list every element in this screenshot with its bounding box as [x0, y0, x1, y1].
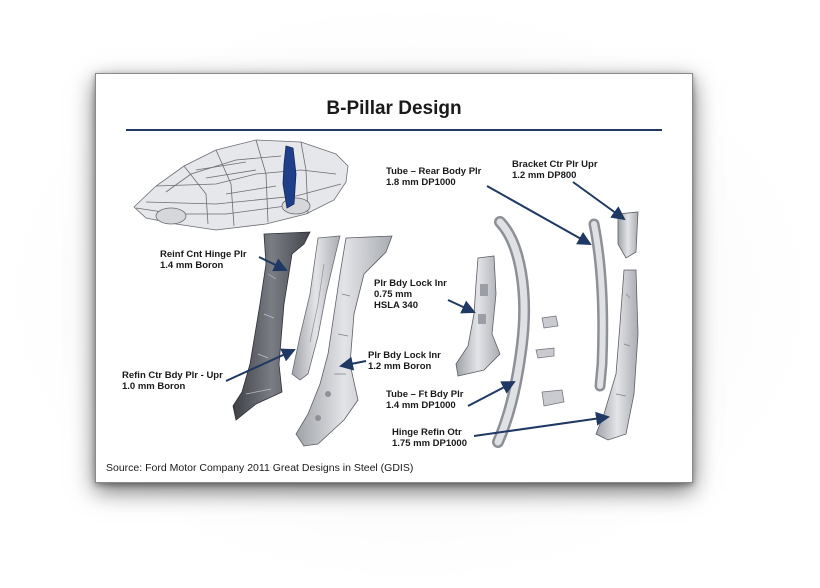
label-line: 1.4 mm DP1000: [386, 400, 456, 411]
label-line: Hinge Refin Otr: [392, 427, 462, 438]
b-pillar-diagram: [133, 139, 639, 448]
label-line: 0.75 mm: [374, 289, 413, 300]
label-line: 1.4 mm Boron: [160, 260, 224, 271]
slide: B-Pillar Design: [95, 73, 693, 483]
slide-title: B-Pillar Design: [326, 98, 462, 119]
label-line: Plr Bdy Lock Inr: [374, 278, 447, 289]
label-line: 1.75 mm DP1000: [392, 438, 467, 449]
label-line: Plr Bdy Lock Inr: [368, 350, 441, 361]
label-line: 1.2 mm Boron: [368, 361, 432, 372]
small-bracket-parts: [535, 315, 565, 407]
plr-bdy-lock-inr-boron-part: [295, 235, 393, 447]
hinge-refin-otr-part: [595, 269, 639, 441]
label-line: 1.8 mm DP1000: [386, 177, 456, 188]
label-line: 1.0 mm Boron: [122, 381, 186, 392]
arrow-plr-bdy-lock-inr-hsla: [447, 299, 476, 314]
arrow-bracket-ctr-plr: [572, 181, 626, 221]
label-plr-bdy-lock-inr-boron: Plr Bdy Lock Inr 1.2 mm Boron: [368, 350, 441, 372]
label-line: HSLA 340: [374, 300, 418, 311]
label-reinf-cnt-hinge-plr: Reinf Cnt Hinge Plr 1.4 mm Boron: [160, 249, 247, 271]
arrow-refin-ctr-bdy: [225, 348, 296, 382]
label-bracket-ctr-plr-upr: Bracket Ctr Plr Upr 1.2 mm DP800: [512, 159, 598, 181]
label-line: Bracket Ctr Plr Upr: [512, 159, 598, 170]
label-refin-ctr-bdy-plr-upr: Refin Ctr Bdy Plr - Upr 1.0 mm Boron: [122, 370, 223, 392]
label-plr-bdy-lock-inr-hsla: Plr Bdy Lock Inr 0.75 mm HSLA 340: [374, 278, 447, 311]
bracket-ctr-plr-upr-part: [617, 211, 639, 259]
arrow-reinf-cnt-hinge: [258, 256, 288, 272]
label-line: Reinf Cnt Hinge Plr: [160, 249, 247, 260]
plr-bdy-lock-inr-hsla-part: [455, 255, 501, 377]
label-tube-ft-bdy-plr: Tube – Ft Bdy Plr 1.4 mm DP1000: [386, 389, 463, 411]
car-body-in-white: [133, 139, 349, 231]
arrow-hinge-refin-otr: [473, 411, 610, 437]
label-line: Tube – Ft Bdy Plr: [386, 389, 464, 400]
label-line: Refin Ctr Bdy Plr - Upr: [122, 370, 223, 381]
arrow-plr-bdy-lock-inr-boron: [339, 356, 367, 371]
tube-ft-bdy-plr-part: [492, 216, 531, 448]
arrow-tube-rear-body: [486, 185, 592, 245]
label-hinge-refin-otr: Hinge Refin Otr 1.75 mm DP1000: [392, 427, 467, 449]
label-tube-rear-body-plr: Tube – Rear Body Plr 1.8 mm DP1000: [386, 166, 481, 188]
title-rule: [126, 129, 662, 131]
callout-arrows: [225, 181, 626, 437]
refin-ctr-bdy-plr-upr-part: [291, 235, 341, 381]
label-line: 1.2 mm DP800: [512, 170, 577, 181]
source-citation: Source: Ford Motor Company 2011 Great De…: [106, 462, 414, 474]
reinf-cnt-hinge-plr-part: [232, 231, 311, 421]
arrow-tube-ft-bdy: [467, 381, 516, 407]
tube-rear-body-plr-part: [588, 218, 609, 392]
label-line: Tube – Rear Body Plr: [386, 166, 482, 177]
